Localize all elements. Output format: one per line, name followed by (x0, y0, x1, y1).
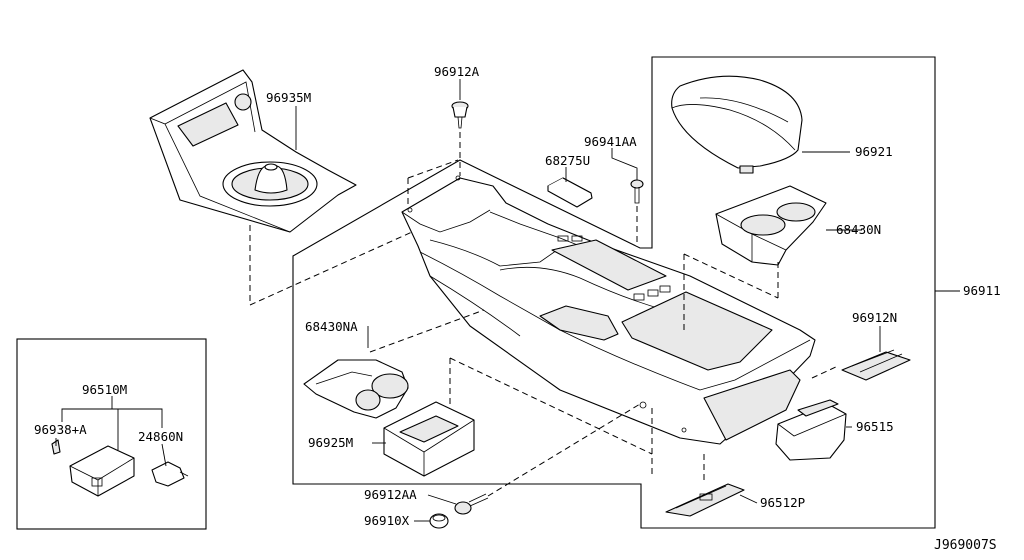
cupholder-68430NA-part (303, 359, 409, 419)
shift-panel-part (149, 69, 357, 233)
console-body-part (401, 175, 816, 445)
label-68430N: 68430N (836, 222, 881, 237)
label-96925M: 96925M (308, 435, 353, 450)
assembly-lines (249, 132, 839, 497)
label-96912A: 96912A (434, 64, 480, 79)
label-96938A: 96938+A (34, 422, 87, 437)
label-68275U: 68275U (545, 153, 590, 168)
label-96921: 96921 (855, 144, 893, 159)
label-96912N: 96912N (852, 310, 897, 325)
label-96910X: 96910X (364, 513, 410, 528)
mat-96912N-part (841, 349, 911, 381)
inset-switch-part (51, 439, 189, 497)
label-96935M: 96935M (266, 90, 311, 105)
clip-68275U-part (547, 177, 593, 208)
label-96912AA: 96912AA (364, 487, 417, 502)
label-24860N: 24860N (138, 429, 183, 444)
inset-frame (16, 338, 207, 530)
cupholder-68430N-part (715, 185, 827, 266)
label-68430NA: 68430NA (305, 319, 358, 334)
pocket-96515-part (775, 399, 847, 461)
armrest-lid-part (671, 75, 803, 174)
diagram-reference-code: J969007S (934, 538, 997, 553)
tray-96925M-part (383, 401, 475, 477)
leader-lines (55, 79, 960, 522)
label-96512P: 96512P (760, 495, 805, 510)
label-96941AA: 96941AA (584, 134, 637, 149)
label-96515: 96515 (856, 419, 894, 434)
assembly-frame (292, 56, 936, 529)
label-96911: 96911 (963, 283, 1001, 298)
cap-96910X-part (429, 513, 449, 529)
label-96510M: 96510M (82, 382, 127, 397)
cover-96512P-part (665, 483, 745, 517)
part-labels: 96935M 96912A 96941AA 68275U 96921 68430… (34, 64, 1001, 553)
clip-96912A-part (451, 101, 469, 129)
clip-96912AA-part (454, 493, 489, 515)
screw-96941AA-part (630, 179, 644, 204)
